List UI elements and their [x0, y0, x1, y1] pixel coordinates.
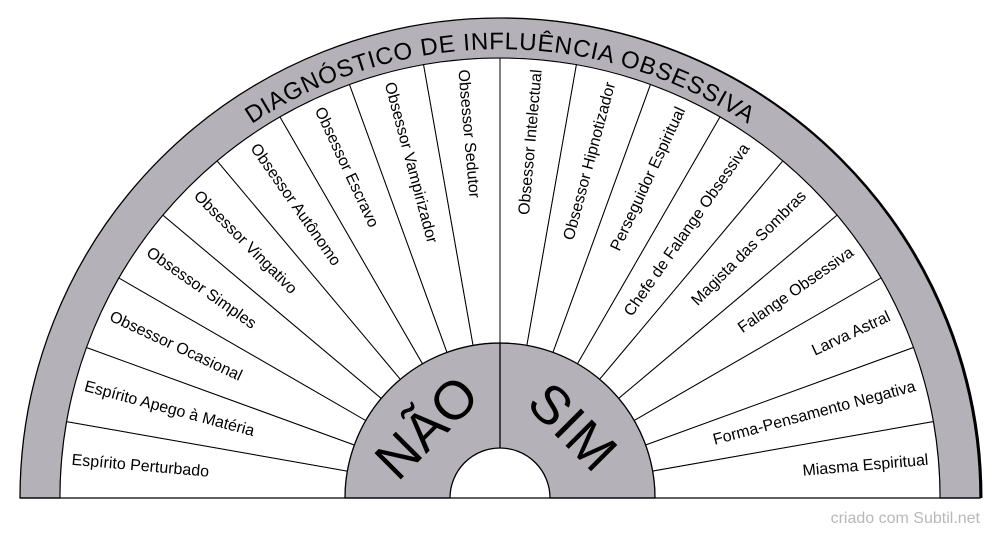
credit-text: criado com Subtil.net	[830, 510, 980, 527]
